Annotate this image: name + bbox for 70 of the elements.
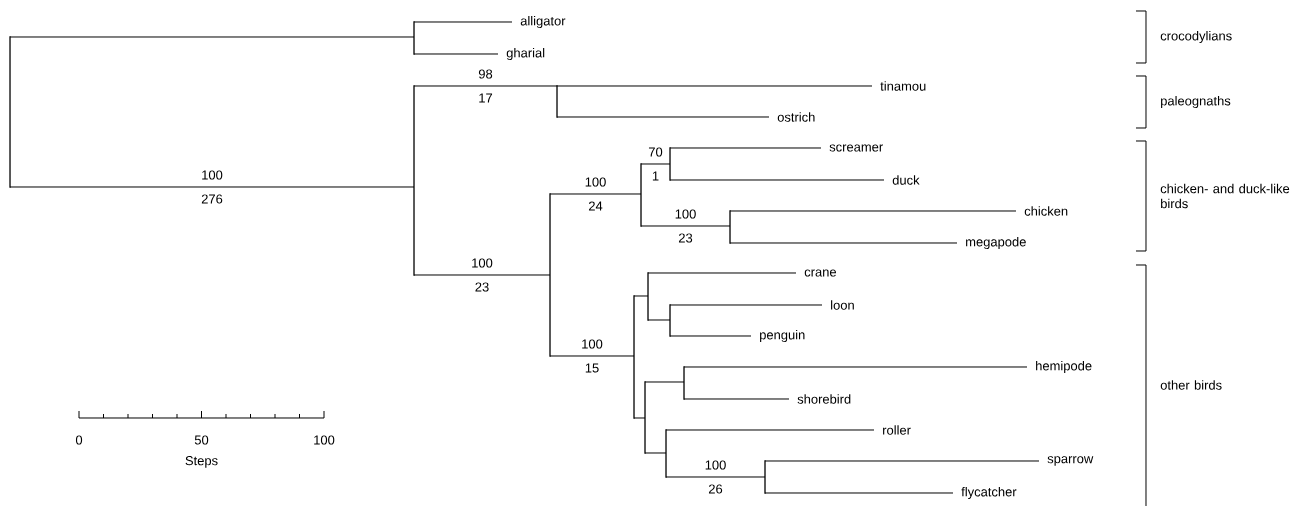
- branch-line: [647, 319, 671, 321]
- branch-line: [556, 116, 770, 118]
- taxon-name: hemipode: [1036, 360, 1092, 374]
- support-value: 100: [472, 258, 493, 268]
- axis-title: Steps: [185, 456, 218, 468]
- taxon-name: screamer: [829, 144, 883, 152]
- taxon-name: duck: [892, 175, 920, 185]
- support-value: 276: [201, 194, 223, 204]
- branch-line: [644, 381, 685, 383]
- support-value: 1: [652, 171, 659, 181]
- clade-name: crocodylians: [1160, 30, 1232, 44]
- branch-line: [669, 179, 885, 181]
- support-value: 100: [675, 209, 696, 219]
- branch-line: [683, 398, 790, 400]
- branch-line: [669, 304, 823, 306]
- branch-line: [640, 225, 731, 227]
- clade-name: other birds: [1160, 380, 1222, 390]
- support-value: 70: [648, 147, 663, 157]
- taxon-name: tinamou: [880, 81, 926, 91]
- branch-line: [764, 492, 954, 494]
- branch-line: [647, 272, 797, 274]
- branch-line: [413, 85, 558, 87]
- branch-line: [556, 85, 873, 87]
- taxon-name: shorebird: [797, 394, 851, 404]
- taxon-name: chicken: [1024, 206, 1068, 216]
- branch-line: [669, 147, 822, 149]
- branch-line: [665, 429, 875, 431]
- support-value: 100: [582, 339, 603, 349]
- support-value: 23: [678, 233, 693, 243]
- branch-line: [633, 295, 649, 297]
- branch-line: [549, 355, 635, 357]
- branch-line: [413, 274, 551, 276]
- taxon-name: megapode: [966, 236, 1026, 250]
- branch-line: [549, 193, 642, 195]
- taxon-name: penguin: [760, 329, 805, 343]
- branch-line: [683, 366, 1028, 368]
- taxon-name: roller: [883, 425, 911, 435]
- branch-line: [413, 53, 499, 55]
- branch-line: [669, 335, 752, 337]
- support-value: 17: [479, 93, 493, 103]
- support-value: 100: [705, 460, 726, 470]
- branch-line: [764, 460, 1040, 462]
- support-value: 98: [478, 69, 493, 79]
- taxon-name: ostrich: [777, 112, 815, 122]
- support-value: 100: [585, 177, 606, 187]
- support-value: 100: [202, 170, 223, 180]
- scale-value: 0: [75, 435, 83, 445]
- taxon-name: loon: [831, 300, 854, 310]
- scale-value: 100: [314, 435, 335, 445]
- support-value: 26: [708, 484, 723, 494]
- branch-line: [9, 186, 415, 188]
- taxon-name: crane: [804, 269, 836, 277]
- branch-line: [729, 242, 958, 244]
- clade-name: paleognaths: [1161, 95, 1231, 109]
- support-value: 15: [585, 363, 599, 373]
- branch-line: [413, 21, 513, 23]
- support-value: 24: [588, 201, 603, 211]
- taxon-name: flycatcher: [961, 486, 1017, 500]
- branch-line: [640, 163, 671, 165]
- branch-line: [633, 417, 646, 419]
- scale-value: 50: [194, 435, 209, 445]
- clade-name: chicken- and duck-like birds: [1160, 183, 1290, 209]
- taxon-name: alligator: [520, 15, 566, 29]
- branch-line: [665, 476, 766, 478]
- taxon-name: sparrow: [1047, 456, 1094, 466]
- branch-line: [644, 452, 667, 454]
- branch-line: [9, 36, 415, 38]
- taxon-name: gharial: [506, 47, 545, 61]
- branch-line: [729, 210, 1017, 212]
- support-value: 23: [475, 282, 489, 292]
